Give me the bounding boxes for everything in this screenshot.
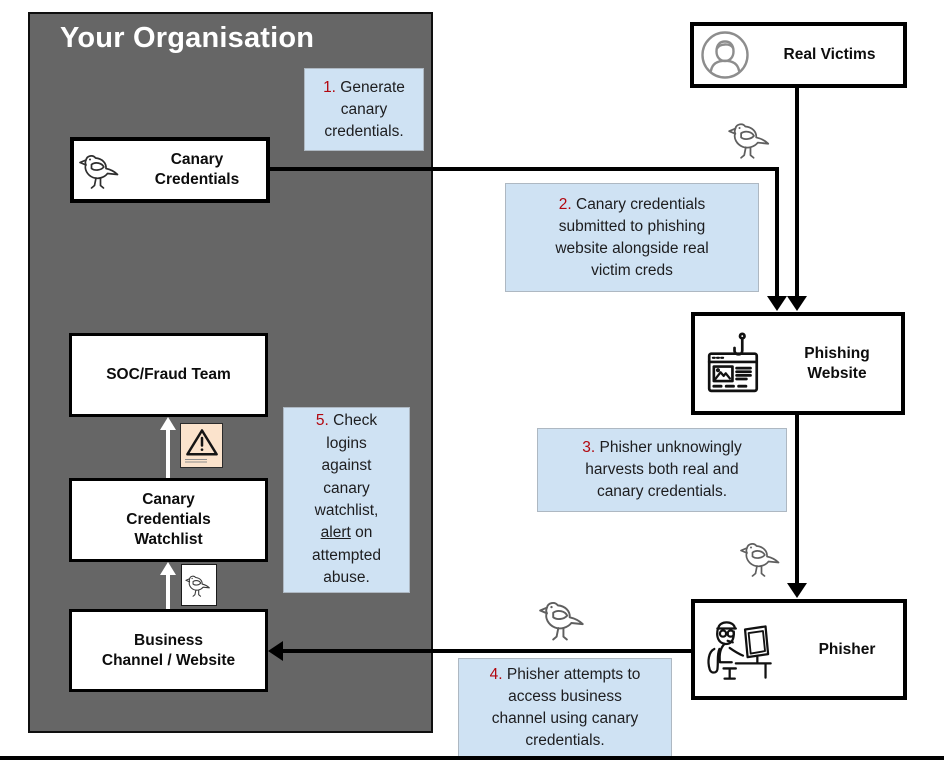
- step-number: 4.: [489, 666, 503, 683]
- phisher-at-computer-icon: [695, 612, 791, 688]
- person-avatar-icon: [694, 29, 756, 81]
- canary-bird-badge: [181, 564, 217, 606]
- canary-watchlist-box: Canary Credentials Watchlist: [69, 478, 268, 562]
- warning-caption: [185, 458, 207, 464]
- step-1-note: 1. Generate canary credentials.: [304, 68, 424, 151]
- phishing-website-label: Phishing Website: [804, 344, 870, 382]
- step-text: on attempted abuse.: [312, 524, 381, 587]
- arrowhead-canary-to-phishing: [767, 296, 787, 311]
- step-4-note: 4. Phisher attempts to access business c…: [458, 658, 672, 758]
- canary-bird-icon: [184, 570, 214, 600]
- line-business-to-watchlist: [166, 574, 170, 609]
- step-text: Phisher attempts to access business chan…: [491, 666, 641, 749]
- soc-fraud-team-box: SOC/Fraud Team: [69, 333, 268, 417]
- arrowhead-phishing-to-phisher: [787, 583, 807, 598]
- phisher-box: Phisher: [691, 599, 907, 700]
- step-number: 5.: [315, 412, 329, 430]
- alert-badge: [180, 423, 223, 468]
- step-text: Phisher unknowingly harvests both real a…: [585, 439, 742, 500]
- step-number: 2.: [558, 195, 572, 213]
- line-canary-vertical: [775, 167, 779, 296]
- line-phishing-to-phisher: [795, 415, 799, 583]
- arrowhead-watchlist-to-soc: [160, 417, 176, 430]
- canary-bird-icon: [536, 594, 592, 644]
- step-2-note: 2. Canary credentials submitted to phish…: [505, 183, 759, 292]
- step-text: Check logins against canary watchlist,: [314, 412, 379, 519]
- business-channel-box: Business Channel / Website: [69, 609, 268, 692]
- arrowhead-victims-to-phishing: [787, 296, 807, 311]
- canary-bird-icon: [738, 536, 786, 580]
- line-victims-to-phishing: [795, 88, 799, 296]
- canary-watchlist-label: Canary Credentials Watchlist: [126, 491, 211, 548]
- business-channel-label: Business Channel / Website: [101, 631, 236, 669]
- arrowhead-phisher-to-business: [268, 641, 283, 661]
- phisher-label: Phisher: [818, 640, 876, 658]
- step-text: Canary credentials submitted to phishing…: [555, 195, 709, 279]
- step-3-note: 3. Phisher unknowingly harvests both rea…: [537, 428, 787, 512]
- canary-credentials-box: Canary Credentials: [70, 137, 270, 203]
- hooked-browser-icon: [695, 329, 773, 399]
- step-5-note: 5. Check logins against canary watchlist…: [283, 407, 410, 593]
- org-title: Your Organisation: [60, 22, 315, 54]
- bottom-divider: [0, 756, 944, 760]
- line-phisher-to-business: [283, 649, 691, 653]
- step-number: 1.: [323, 78, 336, 96]
- arrowhead-business-to-watchlist: [160, 562, 176, 575]
- soc-fraud-team-label: SOC/Fraud Team: [106, 366, 231, 384]
- line-canary-horizontal: [270, 167, 777, 171]
- step-number: 3.: [582, 439, 596, 456]
- real-victims-box: Real Victims: [690, 22, 907, 88]
- step-text: Generate canary credentials.: [324, 78, 405, 140]
- line-watchlist-to-soc: [166, 430, 170, 478]
- canary-credentials-label: Canary Credentials: [154, 151, 240, 188]
- canary-bird-icon: [74, 147, 128, 193]
- phishing-website-box: Phishing Website: [691, 312, 905, 415]
- alert-underlined-word: alert: [320, 524, 351, 542]
- warning-triangle-icon: [185, 428, 218, 455]
- real-victims-label: Real Victims: [783, 46, 876, 64]
- canary-bird-icon: [726, 116, 776, 162]
